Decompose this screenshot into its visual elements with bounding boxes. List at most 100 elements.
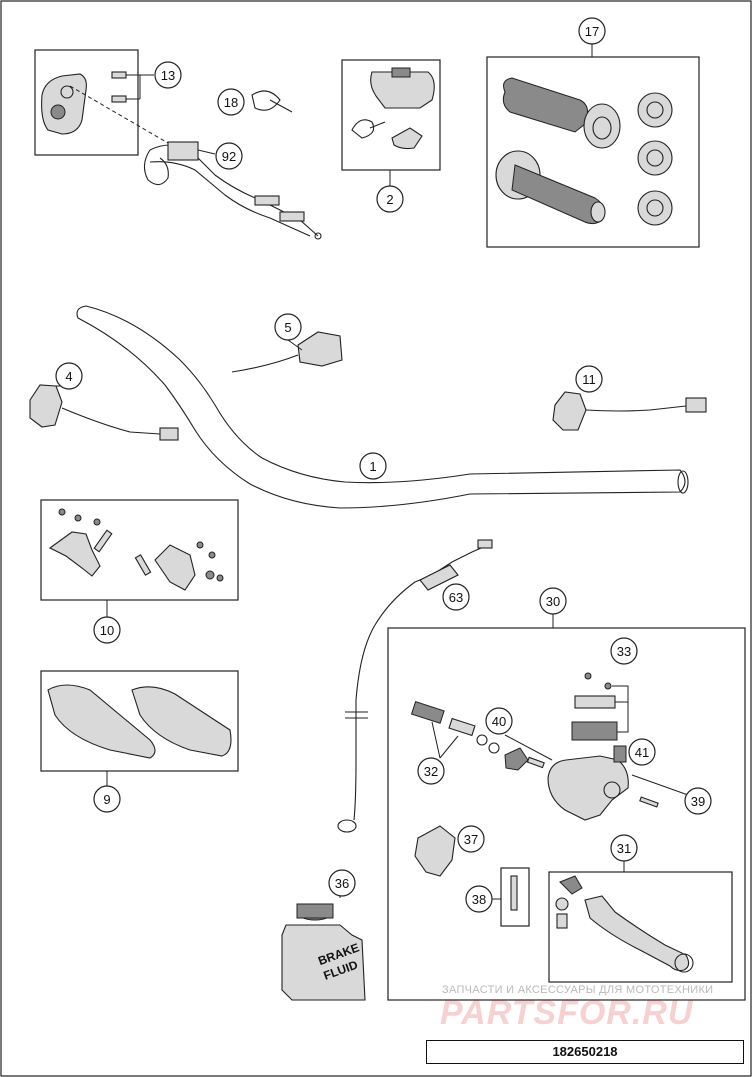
lever-adjuster [559, 875, 583, 895]
bolt-4 [196, 541, 204, 549]
lever-box [548, 871, 733, 983]
grip-upper-bore [592, 116, 612, 140]
throttle-housing-box [34, 49, 139, 156]
throttle-housing-bore [50, 104, 66, 120]
brake-cylinder-box [387, 627, 746, 1001]
grips-box [486, 56, 700, 248]
callout-33 [610, 637, 638, 665]
handguards-group: 9 [40, 670, 239, 813]
cam-1-bore [646, 101, 664, 119]
grip-upper [502, 77, 589, 133]
brake-lever-ball [674, 953, 694, 973]
rubber-boot [504, 747, 529, 771]
callout-5-label: 5 [284, 320, 291, 335]
callout-13 [154, 61, 182, 89]
piston-seal [476, 734, 488, 746]
callout-92 [215, 142, 243, 170]
throttle-housing-group: 13 [34, 49, 182, 156]
map-switch-group: 11 [552, 365, 707, 431]
screw-part-top [111, 71, 127, 79]
throttle-housing-part [41, 73, 87, 135]
callout-41-label: 41 [635, 745, 649, 760]
callout-37 [457, 825, 485, 853]
throttle-cable-2 [149, 161, 311, 237]
cable-tie-part [251, 90, 293, 113]
holder-pin-left [93, 529, 113, 553]
callout-10-label: 10 [100, 623, 114, 638]
cable-end [314, 232, 322, 240]
callout-40 [485, 707, 513, 735]
callout-9 [93, 785, 121, 813]
kill-switch-connector [159, 427, 179, 441]
callout-10 [93, 616, 121, 644]
callout-4 [55, 362, 83, 390]
bottle-cap-body [296, 903, 334, 919]
banjo-fitting [337, 819, 357, 833]
callout-9-label: 9 [103, 792, 110, 807]
callout-11-label: 11 [582, 372, 596, 387]
cover-strap [351, 119, 386, 139]
grip-lower [511, 164, 605, 225]
kill-switch-wire [61, 407, 161, 435]
throttle-cover-group: 2 [341, 59, 441, 213]
lever-holder-left [48, 531, 101, 577]
map-switch-connector [685, 397, 707, 413]
callout-38 [465, 885, 493, 913]
hot-start-cable [231, 354, 299, 373]
lever-bushing-sleeve [556, 913, 568, 929]
pivot-bolt [613, 745, 627, 763]
callout-1 [359, 452, 387, 480]
cam-2 [637, 140, 673, 176]
reservoir-cap [574, 695, 616, 709]
handlebar-part [76, 305, 686, 509]
brake-line-group: 63 [337, 539, 493, 833]
drawing-number: 182650218 [426, 1040, 744, 1064]
handguard-right [131, 686, 232, 757]
callout-38-label: 38 [472, 892, 486, 907]
callout-39-label: 39 [691, 794, 705, 809]
brake-line-fitting [477, 539, 493, 549]
bolt-1 [58, 508, 66, 516]
pushrod [526, 756, 545, 769]
callout-39 [684, 787, 712, 815]
lever-cover [414, 825, 456, 877]
cable-adjuster [167, 141, 199, 161]
master-cylinder-port [603, 781, 621, 799]
throttle-cover-part [370, 71, 435, 109]
callout-37-label: 37 [464, 832, 478, 847]
bolt-3 [93, 518, 101, 526]
leader-5 [287, 339, 303, 351]
cable-barrel-2 [279, 211, 305, 222]
bolt-7 [216, 574, 224, 582]
callout-30-label: 30 [546, 594, 560, 609]
leader-33 [612, 685, 629, 733]
callout-33-label: 33 [617, 644, 631, 659]
piston [448, 717, 476, 737]
callout-2-label: 2 [386, 192, 393, 207]
throttle-housing-hole [60, 85, 74, 99]
piston-washer [488, 742, 500, 754]
cable-tie-group: 18 [217, 88, 293, 116]
lever-pin [510, 875, 518, 911]
throttle-cable-loop [143, 149, 169, 186]
callout-31 [610, 834, 638, 862]
holder-pin-right [134, 554, 152, 576]
cam-3 [637, 190, 673, 226]
cap-screw-2 [604, 682, 612, 690]
master-cylinder-body [547, 755, 629, 821]
callout-1-label: 1 [369, 459, 376, 474]
bolt-6 [205, 570, 215, 580]
piston-spring [410, 701, 445, 724]
callout-4-label: 4 [65, 369, 72, 384]
handlebar-end [677, 470, 689, 494]
callout-32 [417, 757, 445, 785]
watermark-tagline: ЗАПЧАСТИ И АКСЕССУАРЫ ДЛЯ МОТОТЕХНИКИ [442, 984, 714, 996]
callout-63 [442, 583, 470, 611]
callout-13-label: 13 [161, 68, 175, 83]
handguard-left [47, 684, 156, 759]
callout-41 [628, 738, 656, 766]
leader-40 [504, 734, 553, 761]
grips-group: 17 [486, 17, 700, 248]
